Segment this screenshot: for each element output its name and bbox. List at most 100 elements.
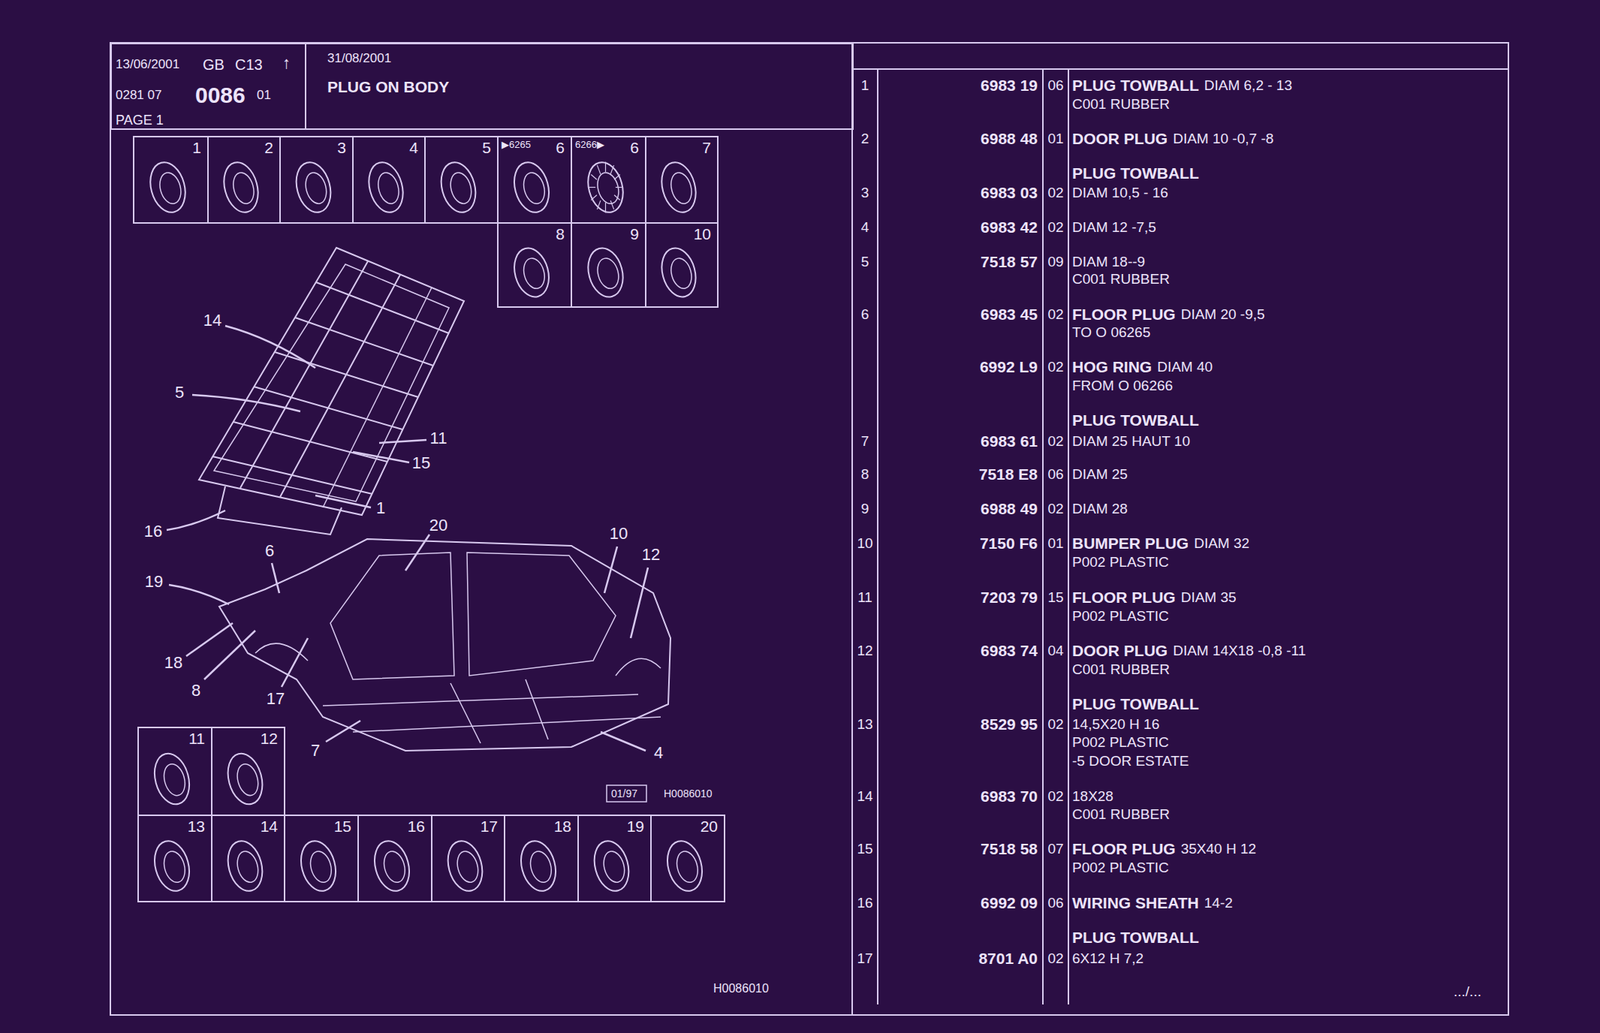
part-number: 6983 70 <box>980 787 1038 806</box>
part-spec: DIAM 25 <box>1072 466 1128 483</box>
part-number: 6983 74 <box>980 641 1038 660</box>
leader-line <box>166 510 226 531</box>
leader-line <box>600 732 646 751</box>
part-number: 7150 F6 <box>979 534 1038 553</box>
part-number: 7518 58 <box>980 840 1038 859</box>
hog-ring-tooth <box>588 186 596 188</box>
plug-ring-inner <box>234 849 262 885</box>
part-spec: DIAM 18--9 <box>1072 253 1146 271</box>
plug-ring <box>442 837 489 895</box>
table-column-line <box>1067 69 1070 1005</box>
plug-ring <box>656 244 702 301</box>
quantity: 06 <box>1047 894 1064 912</box>
part-spec: DIAM 25 HAUT 10 <box>1072 433 1191 450</box>
callout-number: 7 <box>310 741 320 760</box>
plug-ring-inner <box>447 170 475 206</box>
part-spec: P002 PLASTIC <box>1072 859 1170 877</box>
part-name: FLOOR PLUG <box>1072 588 1176 607</box>
part-spec: C001 RUBBER <box>1072 96 1170 113</box>
hog-ring-tooth <box>605 202 606 214</box>
hog-ring-tooth <box>590 195 597 201</box>
part-number: 18 <box>554 817 572 836</box>
callout-number: 14 <box>203 310 222 330</box>
part-number: 4 <box>409 138 419 157</box>
part-number: 9 <box>629 225 639 244</box>
plug-ring-inner <box>668 256 696 291</box>
plug-ring <box>149 837 195 895</box>
part-spec: DIAM 40 <box>1157 358 1213 376</box>
serial-range: 6266▶ <box>575 139 605 151</box>
plug-ring-inner <box>594 170 623 207</box>
part-number: 7 <box>702 138 712 157</box>
part-number: 6992 L9 <box>979 358 1038 377</box>
rear-door-opening <box>467 552 616 676</box>
part-name: BUMPER PLUG <box>1072 534 1189 553</box>
plug-ring-inner <box>667 170 695 206</box>
serial-range: ▶6265 <box>501 139 531 151</box>
quantity: 15 <box>1047 589 1064 606</box>
part-number: 6988 48 <box>980 129 1038 148</box>
plug-ring <box>515 837 561 895</box>
row-number: 5 <box>861 253 870 271</box>
callout-number: 5 <box>174 382 184 402</box>
plug-ring <box>589 837 635 895</box>
leader-line <box>405 534 430 571</box>
header-text: 31/08/2001 <box>327 51 392 67</box>
callout-number: 4 <box>653 743 663 763</box>
leader-line <box>325 720 361 742</box>
part-thumbnail-box: 5 <box>424 135 499 224</box>
underbody-tab <box>217 486 342 535</box>
part-name: WIRING SHEATH <box>1072 894 1200 913</box>
table-column-line <box>876 69 879 1005</box>
hog-ring-tooth <box>614 174 621 181</box>
quantity: 02 <box>1047 306 1064 323</box>
row-number: 9 <box>861 500 870 518</box>
part-number: 15 <box>334 817 352 836</box>
part-number: 2 <box>264 138 274 157</box>
callout-number: 8 <box>191 680 201 700</box>
note: H0086010 <box>663 787 713 800</box>
part-thumbnail-box: 6266▶ 6 <box>570 135 647 224</box>
row-number: 15 <box>856 840 873 858</box>
note: 01/97 <box>611 787 638 800</box>
part-number: 14 <box>260 817 278 836</box>
leader-lines <box>166 325 648 751</box>
part-number: 7203 79 <box>980 588 1038 607</box>
part-thumbnail-box: 18 <box>503 814 579 903</box>
part-thumbnail-box: 8 <box>497 222 573 308</box>
part-number: 6983 42 <box>980 218 1038 237</box>
part-number: 6 <box>629 138 639 157</box>
quantity: 02 <box>1047 433 1064 450</box>
quantity: 02 <box>1047 184 1064 202</box>
callout-number: 16 <box>144 521 163 541</box>
part-spec: TO O 06265 <box>1072 324 1151 341</box>
row-number: 2 <box>861 130 870 148</box>
part-spec: DIAM 14X18 -0,8 -11 <box>1172 642 1306 660</box>
part-thumbnail-box: 9 <box>570 222 647 308</box>
part-number: 20 <box>700 817 718 836</box>
part-name: HOG RING <box>1072 358 1152 377</box>
part-number: 6983 45 <box>980 305 1038 324</box>
leader-line <box>352 451 410 463</box>
plug-ring <box>436 158 482 217</box>
quantity: 02 <box>1047 500 1064 518</box>
plug-ring <box>509 244 555 301</box>
floor-line <box>450 683 481 744</box>
row-number: 4 <box>861 219 870 236</box>
part-thumbnail-box: 10 <box>644 222 719 308</box>
part-spec: 14-2 <box>1204 894 1233 912</box>
part-spec: DIAM 32 <box>1193 535 1250 552</box>
part-spec: DIAM 10,5 - 16 <box>1072 184 1169 202</box>
row-number: 14 <box>856 788 873 805</box>
part-number: 19 <box>626 817 645 836</box>
part-thumbnail-box: ▶62656 <box>497 135 573 224</box>
plug-ring <box>582 158 628 217</box>
date-code-box <box>606 785 647 802</box>
part-thumbnail-box: 3 <box>279 135 354 224</box>
part-name: PLUG TOWBALL <box>1072 164 1200 183</box>
part-number: 17 <box>480 817 498 836</box>
part-name: FLOOR PLUG <box>1072 305 1176 324</box>
plug-ring-inner <box>520 256 548 291</box>
page-title: PLUG ON BODY <box>327 78 449 97</box>
